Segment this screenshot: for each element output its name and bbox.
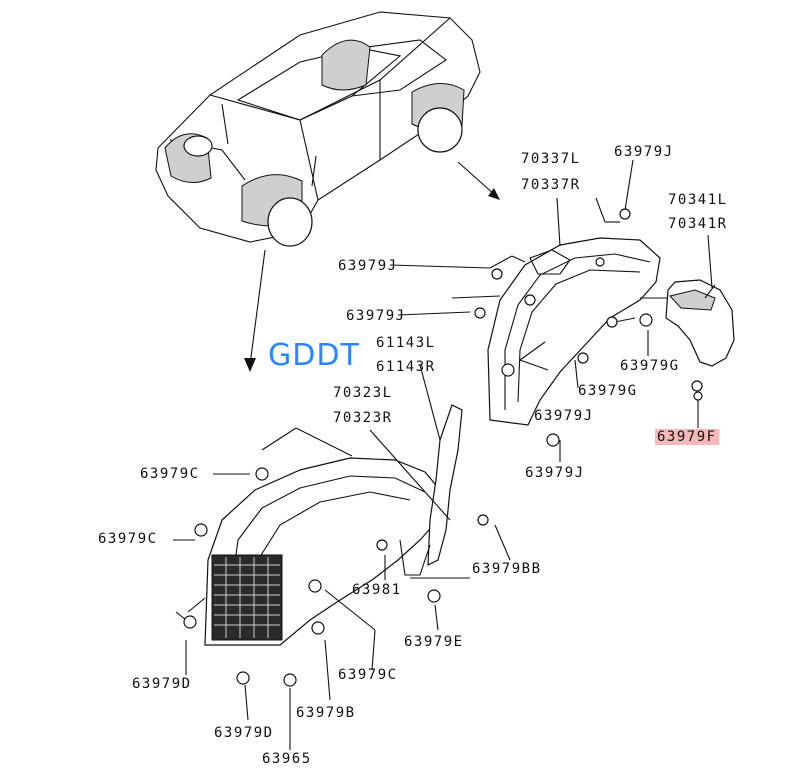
label-63979d-b: 63979D: [214, 725, 274, 741]
liner-70341: [665, 279, 735, 367]
rear-liner-70337: [487, 237, 661, 426]
front-right-arch: [241, 174, 313, 247]
label-63979j-b: 63979J: [346, 308, 406, 324]
label-63965: 63965: [262, 751, 312, 767]
label-63979c-b: 63979C: [98, 531, 158, 547]
label-70337r: 70337R: [521, 177, 581, 193]
label-63979d-a: 63979D: [132, 676, 192, 692]
label-61143r: 61143R: [376, 359, 436, 375]
label-63979f: 63979F: [655, 429, 719, 445]
label-70341r: 70341R: [668, 216, 728, 232]
label-63979j-d: 63979J: [525, 465, 585, 481]
label-63979c-a: 63979C: [140, 466, 200, 482]
label-63979j-top: 63979J: [614, 144, 674, 160]
label-61143l: 61143L: [376, 335, 436, 351]
label-63979bb: 63979BB: [472, 561, 542, 577]
watermark-text: GDDT: [268, 338, 360, 373]
label-70323r: 70323R: [333, 410, 393, 426]
label-70323l: 70323L: [333, 385, 393, 401]
front-liner-70323: [204, 404, 463, 646]
label-70337l: 70337L: [521, 151, 581, 167]
arrows: [244, 161, 500, 372]
label-63979j-a: 63979J: [338, 258, 398, 274]
label-63981: 63981: [352, 582, 402, 598]
rear-right-arch: [411, 83, 465, 153]
leader-lines: [173, 159, 713, 750]
grille-panel: [211, 554, 283, 641]
label-63979g-b: 63979G: [578, 383, 638, 399]
label-63979j-c: 63979J: [534, 408, 594, 424]
label-63979g-a: 63979G: [620, 358, 680, 374]
label-63979e: 63979E: [404, 634, 464, 650]
label-63979b: 63979B: [296, 705, 356, 721]
label-70341l: 70341L: [668, 192, 728, 208]
fasteners: [183, 208, 703, 687]
car-illustration: [155, 11, 481, 247]
rear-left-arch: [321, 39, 371, 91]
label-63979c-c: 63979C: [338, 667, 398, 683]
front-left-arch: [164, 133, 213, 183]
